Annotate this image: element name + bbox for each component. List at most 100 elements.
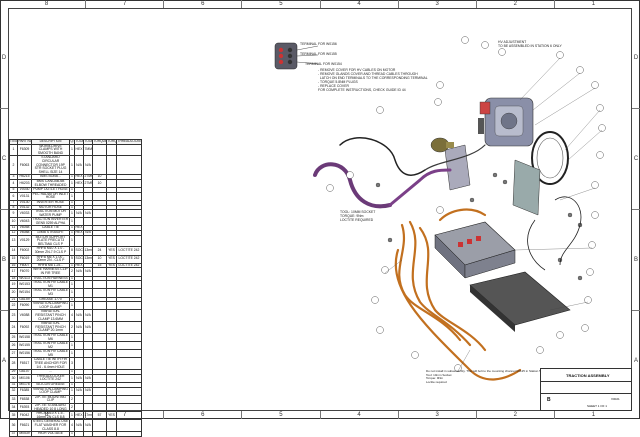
bom-cell — [83, 349, 93, 359]
bom-cell: 10 — [92, 254, 107, 264]
bom-cell — [92, 402, 107, 413]
zone-row-label: C — [0, 108, 8, 209]
bom-cell: 13 — [9, 234, 18, 248]
bom-cell: F6517 — [17, 357, 32, 371]
bom-cell — [83, 402, 93, 413]
bom-cell — [92, 332, 107, 343]
zone-row-label: A — [632, 310, 640, 411]
bom-cell — [83, 341, 93, 351]
zone-col-label: 7 — [85, 0, 163, 8]
bom-cell — [106, 178, 117, 189]
traction-motor — [478, 97, 534, 147]
zone-col-label: 3 — [397, 411, 476, 419]
terminal-label-1: TERMINAL FOR W0156 — [300, 42, 337, 46]
zone-col-label: 6 — [163, 411, 241, 419]
bom-cell: N/A — [74, 419, 84, 433]
bom-cell — [116, 373, 142, 384]
bom-cell: PEC RADIATOR INLET HOSE — [31, 191, 70, 201]
bom-cell: G6107 — [17, 369, 32, 375]
bom-cell — [83, 217, 93, 227]
bom-cell — [116, 419, 142, 433]
bom-cell: 34 — [9, 402, 18, 413]
bom-cell: SOCKET — [74, 254, 84, 264]
bom-cell: LOCTITE 242 — [116, 254, 142, 264]
terminal-instructions: - REMOVE COVER FOR HV CABLES ON MOTOR - … — [318, 68, 428, 92]
bom-cell: N/A — [74, 373, 84, 384]
bom-cell: N/A — [74, 386, 84, 396]
exploded-assembly-drawing — [274, 36, 606, 381]
installation-note: Do not install in subassembly. This will… — [426, 369, 542, 384]
bom-cell — [106, 209, 117, 219]
bom-cell — [106, 155, 117, 176]
bom-cell — [116, 280, 142, 290]
bom-cell: M0539 — [17, 431, 32, 437]
bom-cell — [92, 155, 107, 176]
bom-cell: HHFB M10 X 1.0 - 30mm ZN-7.9 CLS P — [31, 246, 70, 256]
zone-row-label: D — [633, 55, 639, 61]
bom-cell: 23 — [9, 309, 18, 323]
bom-cell: F6393 — [17, 402, 32, 413]
leader-lines — [384, 57, 603, 372]
bom-cell: G6159 — [17, 296, 32, 303]
hv-cables — [394, 208, 522, 381]
bom-cell: 22 — [9, 301, 18, 311]
bom-cell: TRACTION HV CABLE M5 — [31, 349, 70, 359]
bom-cell: YES — [106, 254, 117, 264]
bom-header-cell: ITEM NO. — [9, 139, 18, 145]
bom-cell: 27 — [9, 349, 18, 359]
bom-cell: VIBRATION-DAMPING LOOP CLAMP — [31, 386, 70, 396]
bom-cell — [106, 267, 117, 277]
bom-cell — [92, 288, 107, 298]
bom-cell: F6070 — [17, 267, 32, 277]
bom-cell — [74, 349, 84, 359]
bom-cell: TRACTION HARNESS — [31, 275, 70, 282]
bom-cell — [106, 321, 117, 334]
bom-cell: N/A — [74, 309, 84, 323]
bom-cell — [92, 394, 107, 405]
bom-cell: V0130 — [17, 199, 32, 206]
traction-inverter — [434, 221, 516, 279]
bom-cell: THREADLOCKER LOCTITE 242 — [31, 373, 70, 384]
bom-cell: 19 — [9, 280, 18, 290]
zone-col-label: 5 — [241, 411, 319, 419]
bom-cell: F6621 — [17, 419, 32, 433]
drawing-border — [8, 8, 632, 411]
bom-cell: F6092 — [17, 321, 32, 334]
zone-col-label: 6 — [163, 0, 241, 8]
bom-cell — [116, 332, 142, 343]
bom-cell: VIBRATION-RESISTANT PINCH CLAMP 20.1mm — [31, 321, 70, 334]
zone-col-label: 2 — [475, 411, 554, 419]
bom-cell: LOCTITE 242 — [116, 246, 142, 256]
zone-col-label: 1 — [553, 0, 632, 8]
bom-cell — [74, 394, 84, 405]
bom-cell: W0154 — [17, 288, 32, 298]
terminal-label-2: TERMINAL FOR W0155 — [300, 52, 337, 56]
bom-cell — [116, 301, 142, 311]
bom-cell: W0153 — [17, 280, 32, 290]
bom-cell — [116, 394, 142, 405]
bom-cell: SOCKET — [74, 246, 84, 256]
bom-cell: W0156 — [17, 349, 32, 359]
bom-cell: ZIP-TIE MOUNTING CLIP — [31, 394, 70, 405]
bom-cell: INVERTER HOSE — [31, 199, 70, 206]
bom-cell — [92, 321, 107, 334]
bom-cell: N/A — [74, 155, 84, 176]
bom-cell — [92, 386, 107, 396]
bom-cell — [92, 349, 107, 359]
bom-cell — [83, 234, 93, 248]
bom-cell — [83, 280, 93, 290]
bom-cell — [74, 402, 84, 413]
